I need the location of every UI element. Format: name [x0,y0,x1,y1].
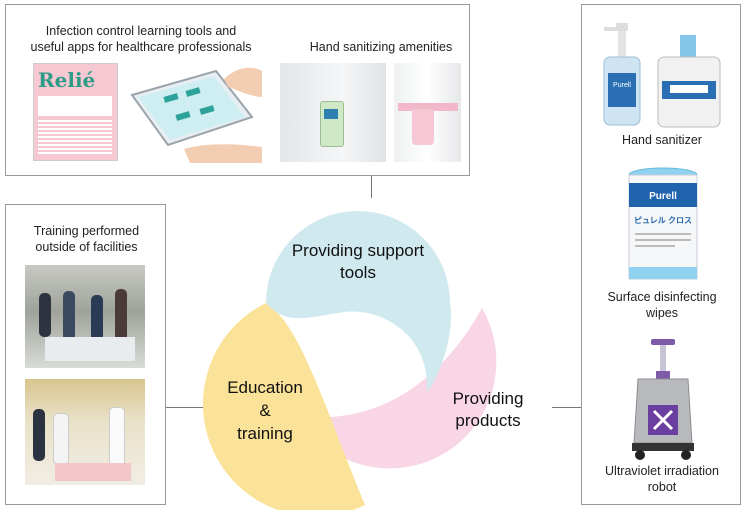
education-segment [203,303,365,510]
products-segment [297,308,497,469]
magazine-image: Relié [33,63,118,161]
tablet-device [130,69,254,147]
wipes-label: ピュレル クロス [634,215,692,225]
support-segment [266,211,451,392]
hand-sanitizer-image: Purell [603,23,721,128]
hand-bottom [184,144,262,163]
support-tools-panel: Infection control learning tools and use… [5,4,470,176]
uv-robot-caption: Ultraviolet irradiation robot [605,464,719,494]
dispenser-unit [657,35,721,128]
uv-robot-image [632,339,694,460]
support-label: Providing support [292,241,425,260]
svg-text:Purell: Purell [649,191,677,202]
training-photo-2 [25,379,145,485]
svg-text:Purell: Purell [613,82,631,89]
connector-left [166,407,206,408]
connector-right [552,407,581,408]
amenities-caption: Hand sanitizing amenities [309,40,453,54]
products-panel: Purell Hand sanitizer Purell ピュレル クロス Su… [581,4,741,505]
education-label-3: training [237,424,293,443]
support-label-2: tools [340,263,376,282]
connector-top [371,176,372,198]
learning-tools-caption: Infection control learning tools and use… [30,24,252,54]
products-label-2: products [455,411,520,430]
products-label: Providing [453,389,524,408]
pump-bottle: Purell [603,23,641,126]
education-label: Education [227,378,303,397]
education-label-2: & [259,401,271,420]
hand-sanitizer-caption: Hand sanitizer [622,133,702,147]
waist-pouch-photo [394,63,461,162]
coat-pocket-photo [280,63,386,162]
tablet-app-image [130,67,262,163]
training-panel: Training performed outside of facilities [5,204,166,505]
training-photo-1 [25,265,145,368]
wipes-image: Purell ピュレル クロス [628,167,698,280]
training-caption: Training performed outside of facilities [33,224,140,254]
wipes-caption: Surface disinfecting wipes [607,290,717,320]
hand-top [224,67,262,97]
magazine-title: Relié [38,68,96,92]
